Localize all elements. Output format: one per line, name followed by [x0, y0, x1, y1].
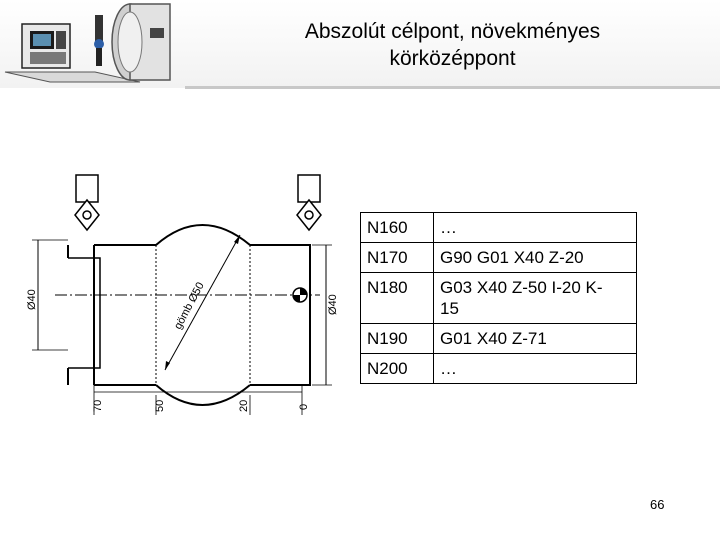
dim-20-label: 20 [238, 400, 250, 412]
block-command: G01 X40 Z-71 [433, 323, 637, 354]
block-number: N180 [360, 272, 434, 324]
turning-drawing: Ø40 Ø40 gömb Ø50 70 50 20 0 [26, 174, 339, 415]
circle-center-symbol [292, 287, 308, 303]
dim-50-label: 50 [154, 400, 166, 412]
block-number: N160 [360, 212, 434, 243]
block-number: N170 [360, 242, 434, 273]
right-diameter-label: Ø40 [327, 294, 339, 315]
table-row: N170 G90 G01 X40 Z-20 [360, 242, 637, 273]
table-row: N190 G01 X40 Z-71 [360, 323, 637, 354]
block-command: G90 G01 X40 Z-20 [433, 242, 637, 273]
page-number: 66 [650, 497, 665, 512]
left-tool [74, 174, 100, 232]
block-number: N190 [360, 323, 434, 354]
header-divider [185, 86, 720, 89]
table-row: N180 G03 X40 Z-50 I-20 K- 15 [360, 272, 637, 324]
dim-70-label: 70 [92, 400, 104, 412]
cnc-machine-logo [4, 3, 171, 83]
page-title: Abszolút célpont, növekményes körközéppo… [304, 20, 601, 70]
block-number: N200 [360, 353, 434, 384]
block-command: G03 X40 Z-50 I-20 K- 15 [433, 272, 637, 324]
nc-program-table: N160 … N170 G90 G01 X40 Z-20 N180 G03 X4… [360, 212, 637, 384]
right-tool [296, 174, 322, 232]
sphere-label: gömb Ø50 [172, 280, 207, 331]
table-row: N200 … [360, 353, 637, 384]
block-command: … [433, 353, 637, 384]
dim-0-label: 0 [298, 404, 310, 410]
block-command: … [433, 212, 637, 243]
workpiece [67, 224, 311, 406]
table-row: N160 … [360, 212, 637, 243]
left-diameter-label: Ø40 [26, 289, 38, 310]
